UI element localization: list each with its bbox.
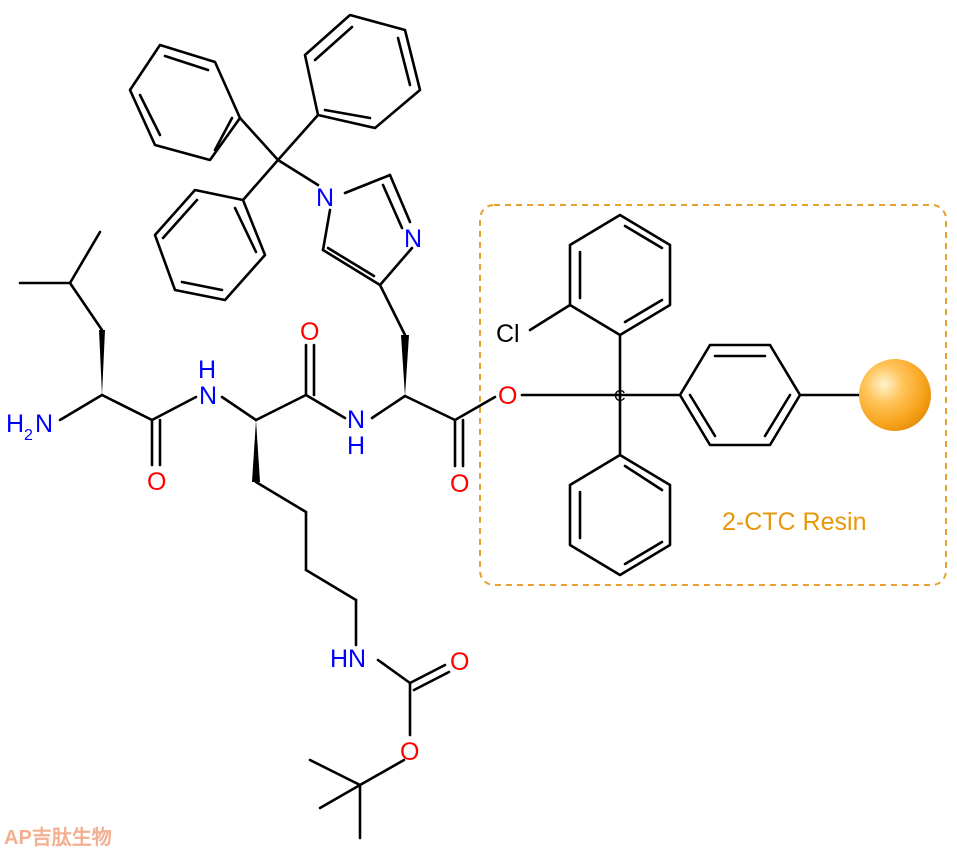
atom-o-boc: O [400,738,419,766]
atom-o-leu: O [147,468,166,496]
atom-n-im1: N [316,184,334,212]
atom-nh2-n: N [347,406,365,434]
atom-h2n-n: N [35,410,53,438]
atom-c-trityl: C [614,388,626,405]
resin-label: 2-CTC Resin [722,508,866,536]
atom-nh1-h: H [198,356,216,384]
atom-h2n-sub: 2 [24,427,33,444]
atom-nh2-h: H [347,432,365,460]
atom-o-ester: O [498,382,517,410]
atom-o-his: O [450,470,469,498]
bonds [18,113,862,840]
atom-cl: Cl [496,320,520,348]
atom-nh1-n: N [199,382,217,410]
atom-n-im2: N [404,225,422,253]
watermark-text: AP吉肽生物 [4,825,112,849]
atom-o-lys: O [300,318,319,346]
atom-h2n-h: H [6,410,24,438]
atom-o-carbamate: O [450,648,469,676]
atom-nh3: HN [330,645,366,673]
atom-labels: H 2 N O H N O N H O O N N HN O O Cl C [6,184,626,766]
resin-bead-icon [859,359,931,431]
rings [128,13,802,577]
stereo-bonds [99,330,409,482]
